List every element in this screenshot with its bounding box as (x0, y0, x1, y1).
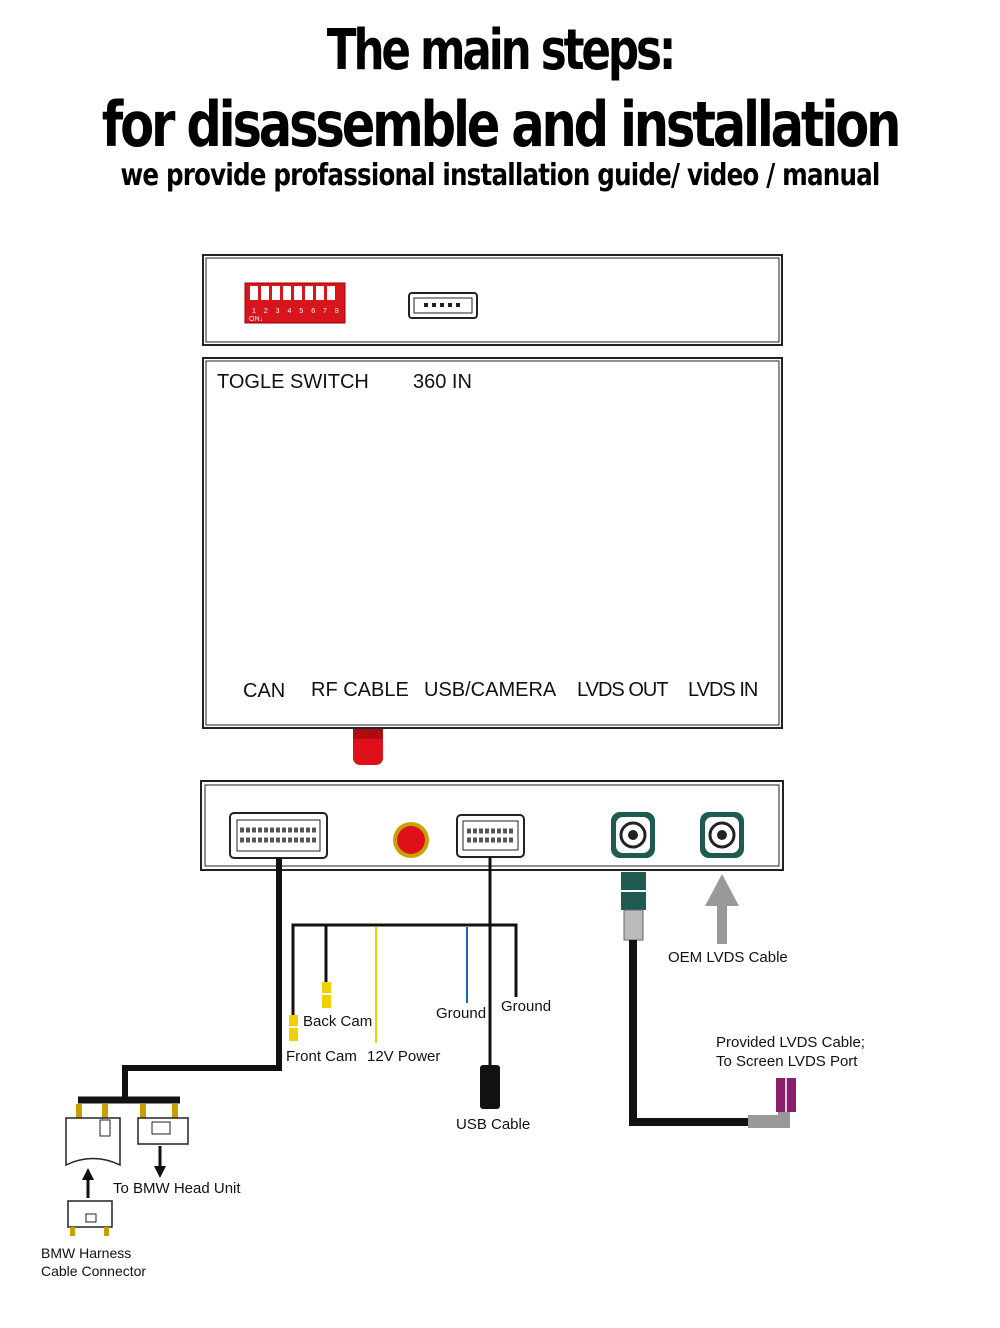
can-connector-icon (229, 812, 328, 859)
rf-cable-label: RF CABLE (311, 679, 409, 701)
label-panel (202, 357, 783, 729)
screen-lvds-plug-icon (748, 1078, 796, 1128)
bmw-harness-connector-icon (67, 1200, 113, 1236)
harness-splitter-icon (76, 1104, 178, 1118)
harness-label-1: BMW Harness (41, 1245, 131, 1261)
harness-connector-right-icon (137, 1117, 189, 1145)
dip-on-label: ON↓ (249, 316, 263, 323)
oem-lvds-label: OEM LVDS Cable (668, 949, 788, 966)
12v-power-label: 12V Power (367, 1048, 440, 1065)
harness-connector-left-icon (65, 1117, 121, 1167)
front-cam-rca-icon (289, 1015, 298, 1041)
branch-bus (291, 923, 518, 1040)
provided-lvds-label-1: Provided LVDS Cable; (716, 1034, 865, 1051)
back-cam-rca-icon (322, 982, 331, 1008)
dip-numbers: 1 2 3 4 5 6 7 8 (252, 308, 342, 315)
lvds-in-label: LVDS IN (688, 679, 757, 701)
360-in-label: 360 IN (413, 371, 472, 393)
subtitle: we provide profassional installation gui… (120, 158, 880, 193)
rf-connector-icon (353, 729, 383, 765)
provided-lvds-label-2: To Screen LVDS Port (716, 1053, 858, 1070)
can-harness-cable (78, 858, 282, 1104)
to-head-unit-label: To BMW Head Unit (113, 1180, 241, 1197)
lvds-out-plug-icon (621, 872, 646, 941)
usb-cable-label: USB Cable (456, 1116, 530, 1133)
harness-up-arrow-icon (82, 1168, 94, 1198)
dip-switch-icon: 1 2 3 4 5 6 7 8 ON↓ (244, 282, 346, 324)
top-panel (202, 254, 783, 346)
usb-camera-label: USB/CAMERA (424, 679, 557, 701)
title-line-1: The main steps: (326, 18, 677, 83)
provided-lvds-cable (629, 940, 750, 1126)
ground-label-1: Ground (436, 1005, 486, 1022)
back-cam-label: Back Cam (303, 1013, 372, 1030)
lvds-in-socket-icon (700, 812, 744, 858)
oem-lvds-arrow-icon (705, 874, 739, 944)
toggle-switch-label: TOGLE SWITCH (217, 371, 369, 393)
usb-plug-icon (480, 1065, 500, 1109)
harness-label-2: Cable Connector (41, 1263, 146, 1279)
rf-socket-icon (393, 822, 429, 858)
usb-camera-connector-icon (456, 814, 525, 858)
360-in-connector-icon (408, 292, 478, 319)
lvds-out-label: LVDS OUT (577, 679, 668, 701)
title-line-2: for disassemble and installation (101, 88, 902, 161)
to-head-unit-arrow-icon (154, 1146, 166, 1178)
front-cam-label: Front Cam (286, 1048, 357, 1065)
lvds-out-socket-icon (611, 812, 655, 858)
ground-label-2: Ground (501, 998, 551, 1015)
can-label: CAN (243, 680, 285, 702)
